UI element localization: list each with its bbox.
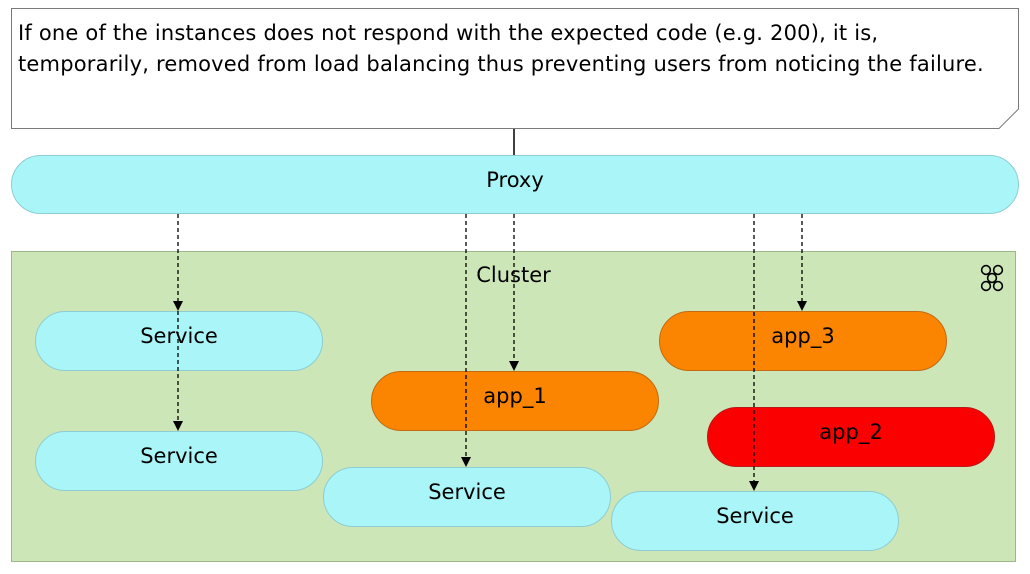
app-3-node[interactable]: app_3 — [659, 311, 947, 371]
service-node-4[interactable]: Service — [611, 491, 899, 551]
note: If one of the instances does not respond… — [11, 8, 1019, 129]
app-1-label: app_1 — [483, 384, 547, 408]
service-node-3[interactable]: Service — [323, 467, 611, 527]
service-label: Service — [140, 324, 218, 348]
note-text: If one of the instances does not respond… — [18, 21, 984, 76]
service-label: Service — [140, 444, 218, 468]
app-1-node[interactable]: app_1 — [371, 371, 659, 431]
service-label: Service — [428, 480, 506, 504]
note-shape — [11, 8, 1019, 129]
proxy-label: Proxy — [486, 167, 544, 192]
app-2-node[interactable]: app_2 — [707, 407, 995, 467]
service-label: Service — [716, 504, 794, 528]
app-3-label: app_3 — [771, 324, 835, 348]
service-node-1[interactable]: Service — [35, 311, 323, 371]
proxy-node[interactable]: Proxy — [11, 155, 1019, 214]
app-2-label: app_2 — [819, 420, 883, 444]
service-node-2[interactable]: Service — [35, 431, 323, 491]
cluster-icon — [980, 264, 1004, 292]
